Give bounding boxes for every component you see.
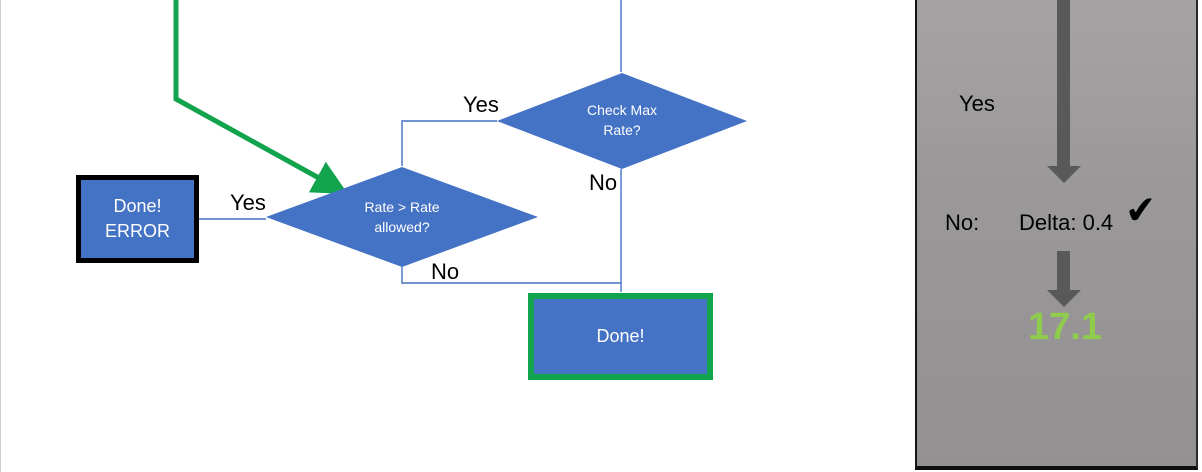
branch-label-yes-left: Yes: [230, 190, 266, 215]
done-error-node[interactable]: Done! ERROR: [76, 175, 199, 263]
flowchart-canvas: [173, 0, 747, 292]
slide-left-edge: [0, 0, 1, 472]
down-arrow-icon: [1047, 290, 1081, 307]
connector-checkmax-yes-to-rate: [401, 120, 497, 166]
branch-label-no-bottom: No: [431, 259, 460, 284]
rate-allowed-diamond[interactable]: [266, 167, 538, 267]
result-value: 17.1: [1028, 306, 1102, 348]
down-arrow-icon: [1057, 0, 1070, 166]
panel-no-label: No:: [945, 210, 980, 235]
side-panel: Yes No: Delta: 0.4 ✔ 17.1: [915, 0, 1198, 470]
connector-rate-no: [401, 267, 621, 284]
check-max-rate-diamond[interactable]: [497, 73, 747, 169]
panel-yes-label: Yes: [959, 91, 995, 116]
down-arrow-icon: [1047, 166, 1081, 183]
branch-label-no-mid: No: [589, 170, 618, 195]
checkmark-icon: ✔: [1123, 188, 1159, 234]
green-highlight-arrow: [173, 0, 348, 195]
check-max-rate-label: Check Max Rate?: [586, 102, 658, 138]
done-node[interactable]: Done!: [528, 293, 713, 380]
branch-label-yes-top: Yes: [463, 92, 499, 117]
down-arrow-icon: [1057, 251, 1070, 290]
rate-allowed-label: Rate > Rate allowed?: [364, 199, 440, 235]
panel-delta-value: Delta: 0.4: [1019, 210, 1114, 235]
